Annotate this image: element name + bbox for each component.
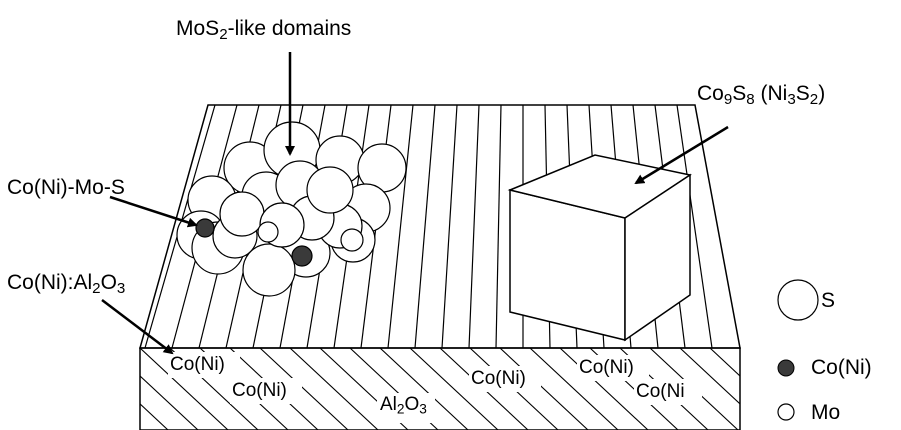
hatch-line [409, 348, 499, 430]
support-site-label: Co(Ni) [471, 368, 526, 389]
legend-mo-label: Mo [811, 401, 841, 424]
legend [777, 279, 819, 421]
hatch-line [441, 105, 458, 348]
hatch-line [559, 348, 649, 430]
sulfur-atom [219, 191, 265, 237]
legend-co-symbol [777, 359, 795, 377]
support-site-label: Co(Ni) [170, 354, 225, 375]
legend-s-label: S [821, 289, 836, 312]
mo-atom [340, 228, 364, 252]
hatch-line [499, 348, 589, 430]
hatch-line [529, 348, 619, 430]
mos2-cluster [176, 121, 407, 297]
hatch-line [495, 105, 502, 348]
co-al2o3-arrow [101, 299, 174, 355]
co9s8-crystal [507, 154, 692, 342]
mo-atom [257, 221, 279, 243]
sulfur-atom [242, 243, 296, 297]
como-s-arrow [109, 195, 198, 228]
hatch-line [679, 348, 740, 405]
hatch-line [140, 403, 169, 430]
hatch-line [140, 375, 199, 430]
support-front-face [139, 347, 741, 430]
legend-mo-symbol [777, 403, 795, 421]
support-site-label: Co(Ni [636, 381, 685, 402]
al2o3-label: Al2O3 [380, 394, 427, 417]
hatch-line [140, 348, 229, 430]
support-site-label: Co(Ni) [579, 357, 634, 378]
legend-s-symbol [777, 279, 819, 321]
hatch-line [387, 105, 414, 348]
legend-co-label: Co(Ni) [811, 356, 872, 379]
co-ni-atom [195, 218, 215, 238]
hatch-line [468, 105, 480, 348]
como-s-label: Co(Ni)-Mo-S [7, 176, 125, 199]
mos2-domains-label: MoS2-like domains [176, 17, 352, 43]
sulfur-atom [306, 166, 354, 214]
hatch-line [676, 105, 713, 348]
hatch-line [259, 348, 349, 430]
hatch-line [379, 348, 469, 430]
co-ni-atom [291, 245, 313, 267]
co9s8-arrow [634, 125, 729, 185]
support-site-label: Co(Ni) [232, 380, 287, 401]
co-al2o3-label: Co(Ni):Al2O3 [7, 271, 126, 297]
hatch-line [289, 348, 379, 430]
hatch-line [414, 105, 436, 348]
cube-side-face [624, 173, 691, 342]
co9s8-label: Co9S8 (Ni3S2) [697, 82, 826, 108]
hatch-line [709, 348, 740, 377]
